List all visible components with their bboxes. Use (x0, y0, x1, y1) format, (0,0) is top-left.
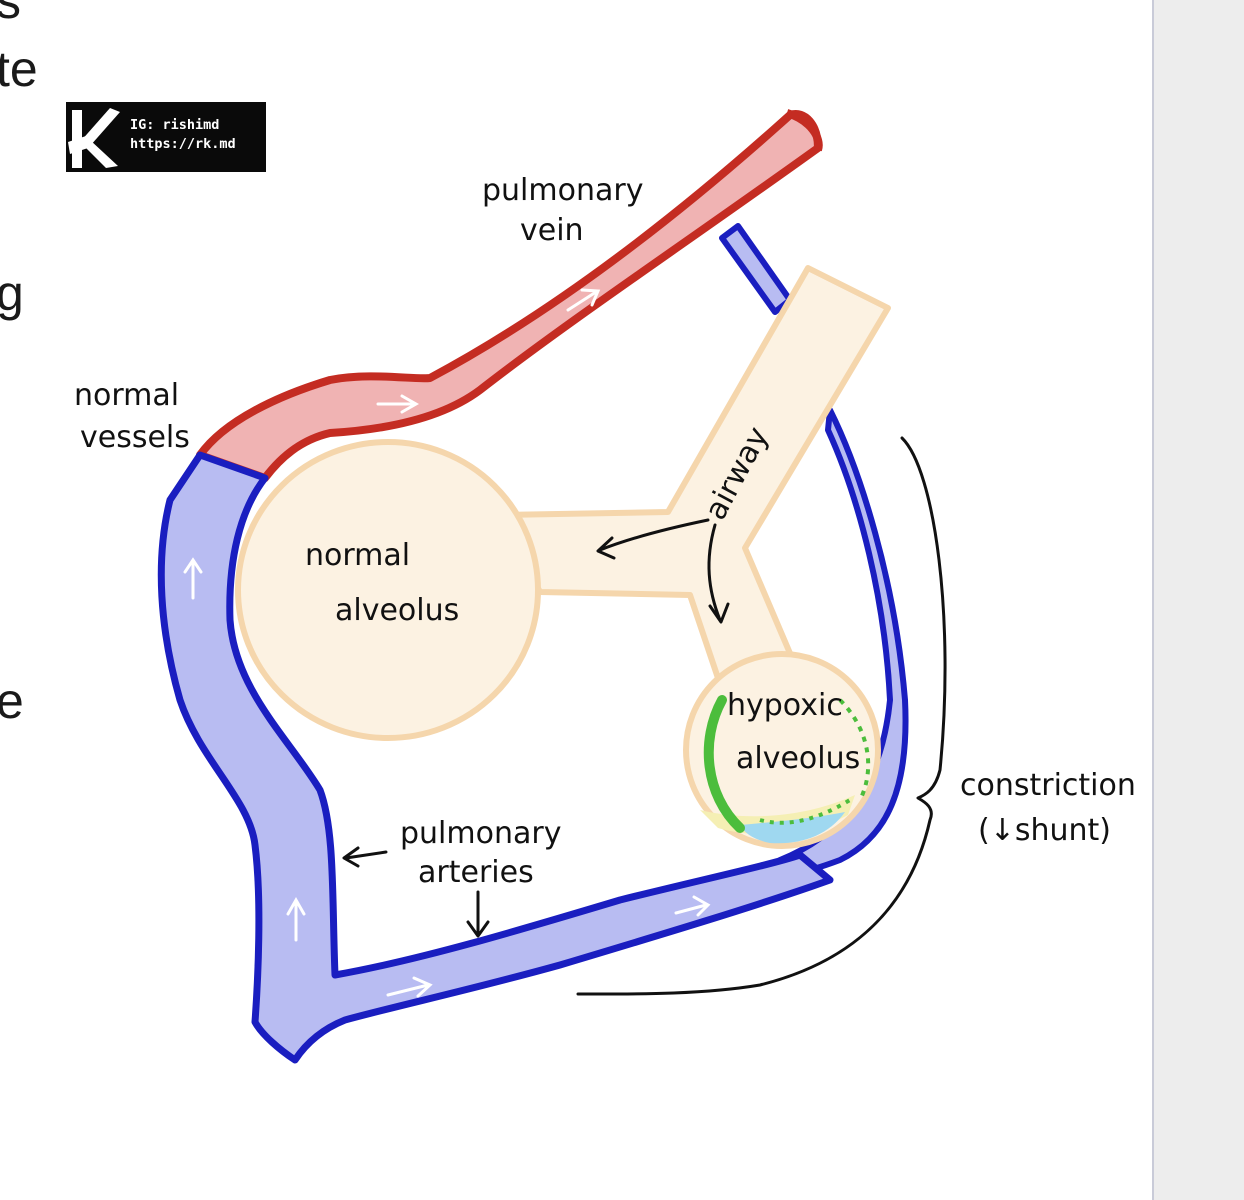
logo-line-1: IG: rishimd (130, 117, 220, 133)
label-constriction-line1: constriction (960, 768, 1136, 803)
constriction-bracket (576, 436, 947, 996)
rk-logo-icon (68, 108, 120, 168)
label-pulmonary-vein-line1: pulmonary (482, 173, 643, 208)
vein-branch (719, 223, 793, 315)
label-pulmonary-arteries-line2: arteries (418, 855, 534, 890)
airway-trunk (497, 265, 891, 693)
pulmonary-artery (157, 451, 834, 1064)
flow-arrow-icon (376, 394, 420, 414)
hypoxia-shading-left (703, 695, 745, 833)
label-normal-alveolus-line1: normal (305, 538, 410, 573)
edge-letter-s: s (0, 0, 21, 29)
edge-letter-te: te (0, 41, 38, 97)
airway-arrow-to-normal (596, 518, 710, 560)
edge-letter-g: g (0, 265, 24, 321)
edge-letter-e: e (0, 673, 24, 729)
logo-line-2: https://rk.md (130, 136, 236, 152)
flow-arrow-icon (286, 896, 306, 942)
normal-alveolus (235, 439, 541, 741)
hypoxia-shading-right (838, 698, 871, 801)
hypoxic-alveolus (683, 651, 881, 849)
flow-arrow-icon (674, 895, 711, 917)
hypoxic-fluid-blue (740, 812, 845, 844)
label-pulmonary-vein-line2: vein (520, 213, 584, 248)
rk-logo-text: IG: rishimd https://rk.md (130, 116, 236, 154)
flow-arrow-icon (183, 557, 203, 600)
side-panel (1152, 0, 1244, 1200)
hypoxic-vasoconstriction-diagram: pulmonary vein normal vessels airway nor… (74, 109, 1136, 1064)
label-normal-vessels-line1: normal (74, 378, 179, 413)
flow-arrow-icon (386, 976, 433, 998)
flow-arrows (183, 288, 711, 998)
label-hypoxic-alveolus-line1: hypoxic (727, 688, 843, 723)
airway-arrow-to-hypoxic (707, 523, 730, 624)
flow-arrow-icon (566, 288, 601, 312)
label-pulmonary-arteries-line1: pulmonary (400, 816, 561, 851)
label-hypoxic-alveolus-line2: alveolus (736, 741, 860, 776)
label-normal-vessels-line2: vessels (80, 420, 190, 455)
label-normal-alveolus-line2: alveolus (335, 593, 459, 628)
pulmonary-arteries-arrow-down (466, 890, 490, 938)
rk-logo-badge: IG: rishimd https://rk.md (66, 102, 266, 172)
pulmonary-arteries-arrow-left (342, 846, 388, 868)
label-constriction-line2: (↓shunt) (978, 813, 1111, 848)
